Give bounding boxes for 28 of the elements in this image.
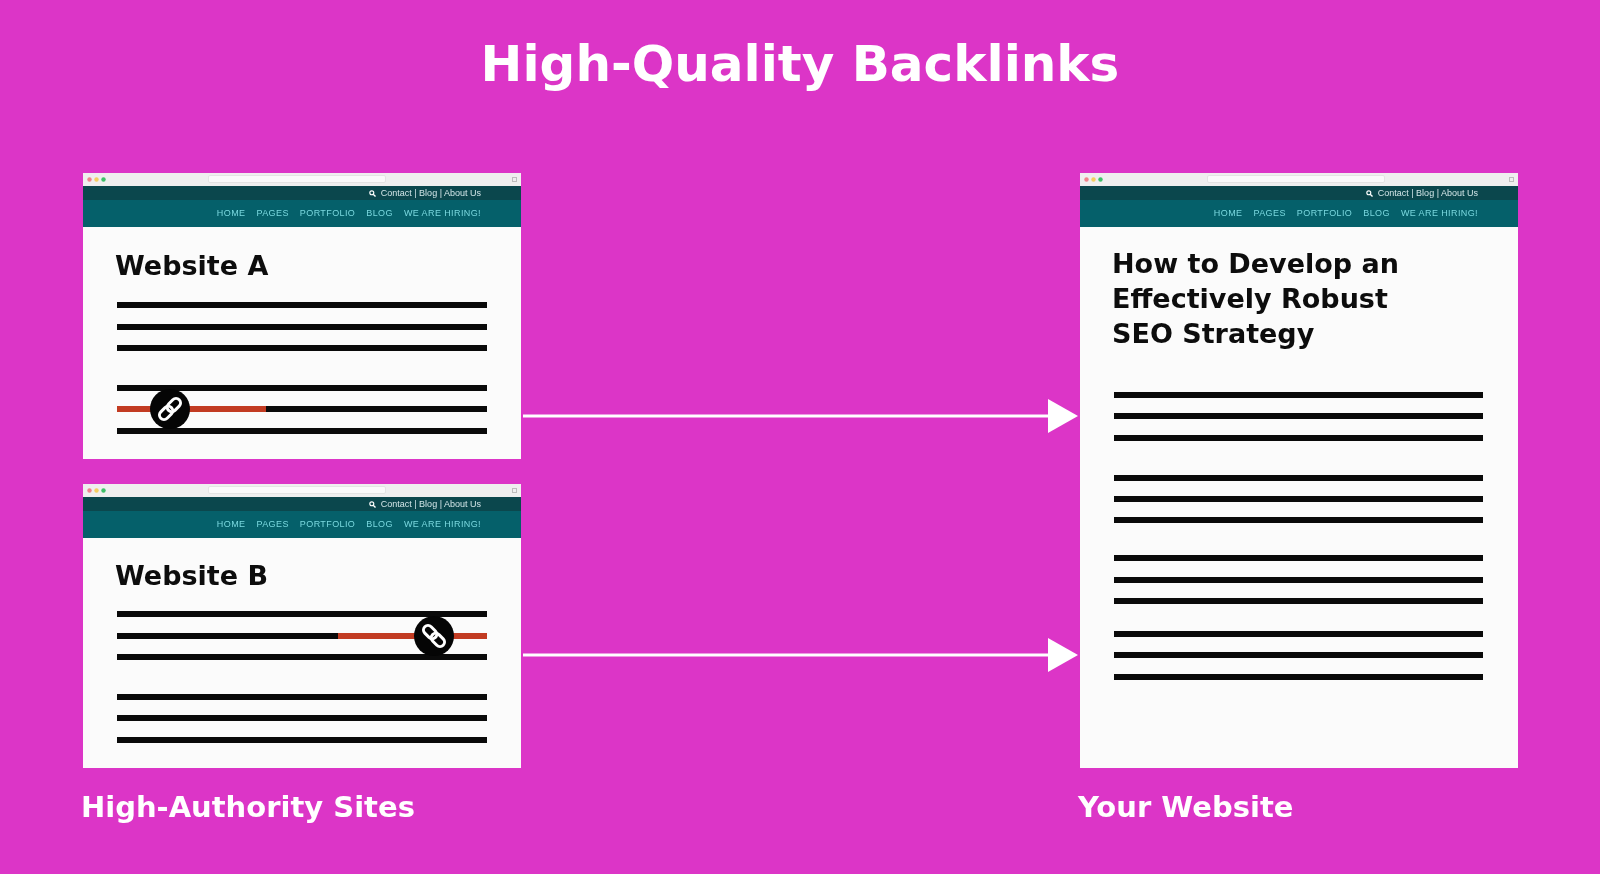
section-label: High-Authority Sites (81, 790, 415, 824)
nav-link: WE ARE HIRING! (403, 208, 481, 219)
browser-window (83, 173, 521, 459)
arrow (523, 399, 1078, 433)
page-heading: How to Develop an Effectively Robust SEO Strategy (1112, 247, 1400, 351)
caption-label: Your Website (1078, 790, 1294, 824)
nav-link: PORTFOLIO (299, 208, 356, 219)
nav-link: PAGES (1253, 208, 1286, 219)
nav-link: BLOG (366, 208, 393, 219)
header-links: Contact | Blog | About Us (380, 187, 481, 199)
page-heading: Website A (115, 249, 269, 283)
header-links: Contact | Blog | About Us (1377, 187, 1478, 199)
nav-link: HOME (216, 519, 246, 530)
nav-link: PORTFOLIO (1296, 208, 1353, 219)
nav-link: PORTFOLIO (299, 519, 356, 530)
nav-link: PAGES (256, 208, 289, 219)
header-links: Contact | Blog | About Us (380, 498, 481, 510)
diagram-title: High-Quality Backlinks (480, 34, 1120, 94)
nav-link: BLOG (366, 519, 393, 530)
nav-link: WE ARE HIRING! (1400, 208, 1478, 219)
browser-window (83, 484, 521, 768)
nav-link: PAGES (256, 519, 289, 530)
nav-link: HOME (1213, 208, 1243, 219)
page-heading: Website B (115, 559, 268, 593)
nav-link: HOME (216, 208, 246, 219)
nav-link: BLOG (1363, 208, 1390, 219)
nav-link: WE ARE HIRING! (403, 519, 481, 530)
arrow (523, 638, 1078, 672)
